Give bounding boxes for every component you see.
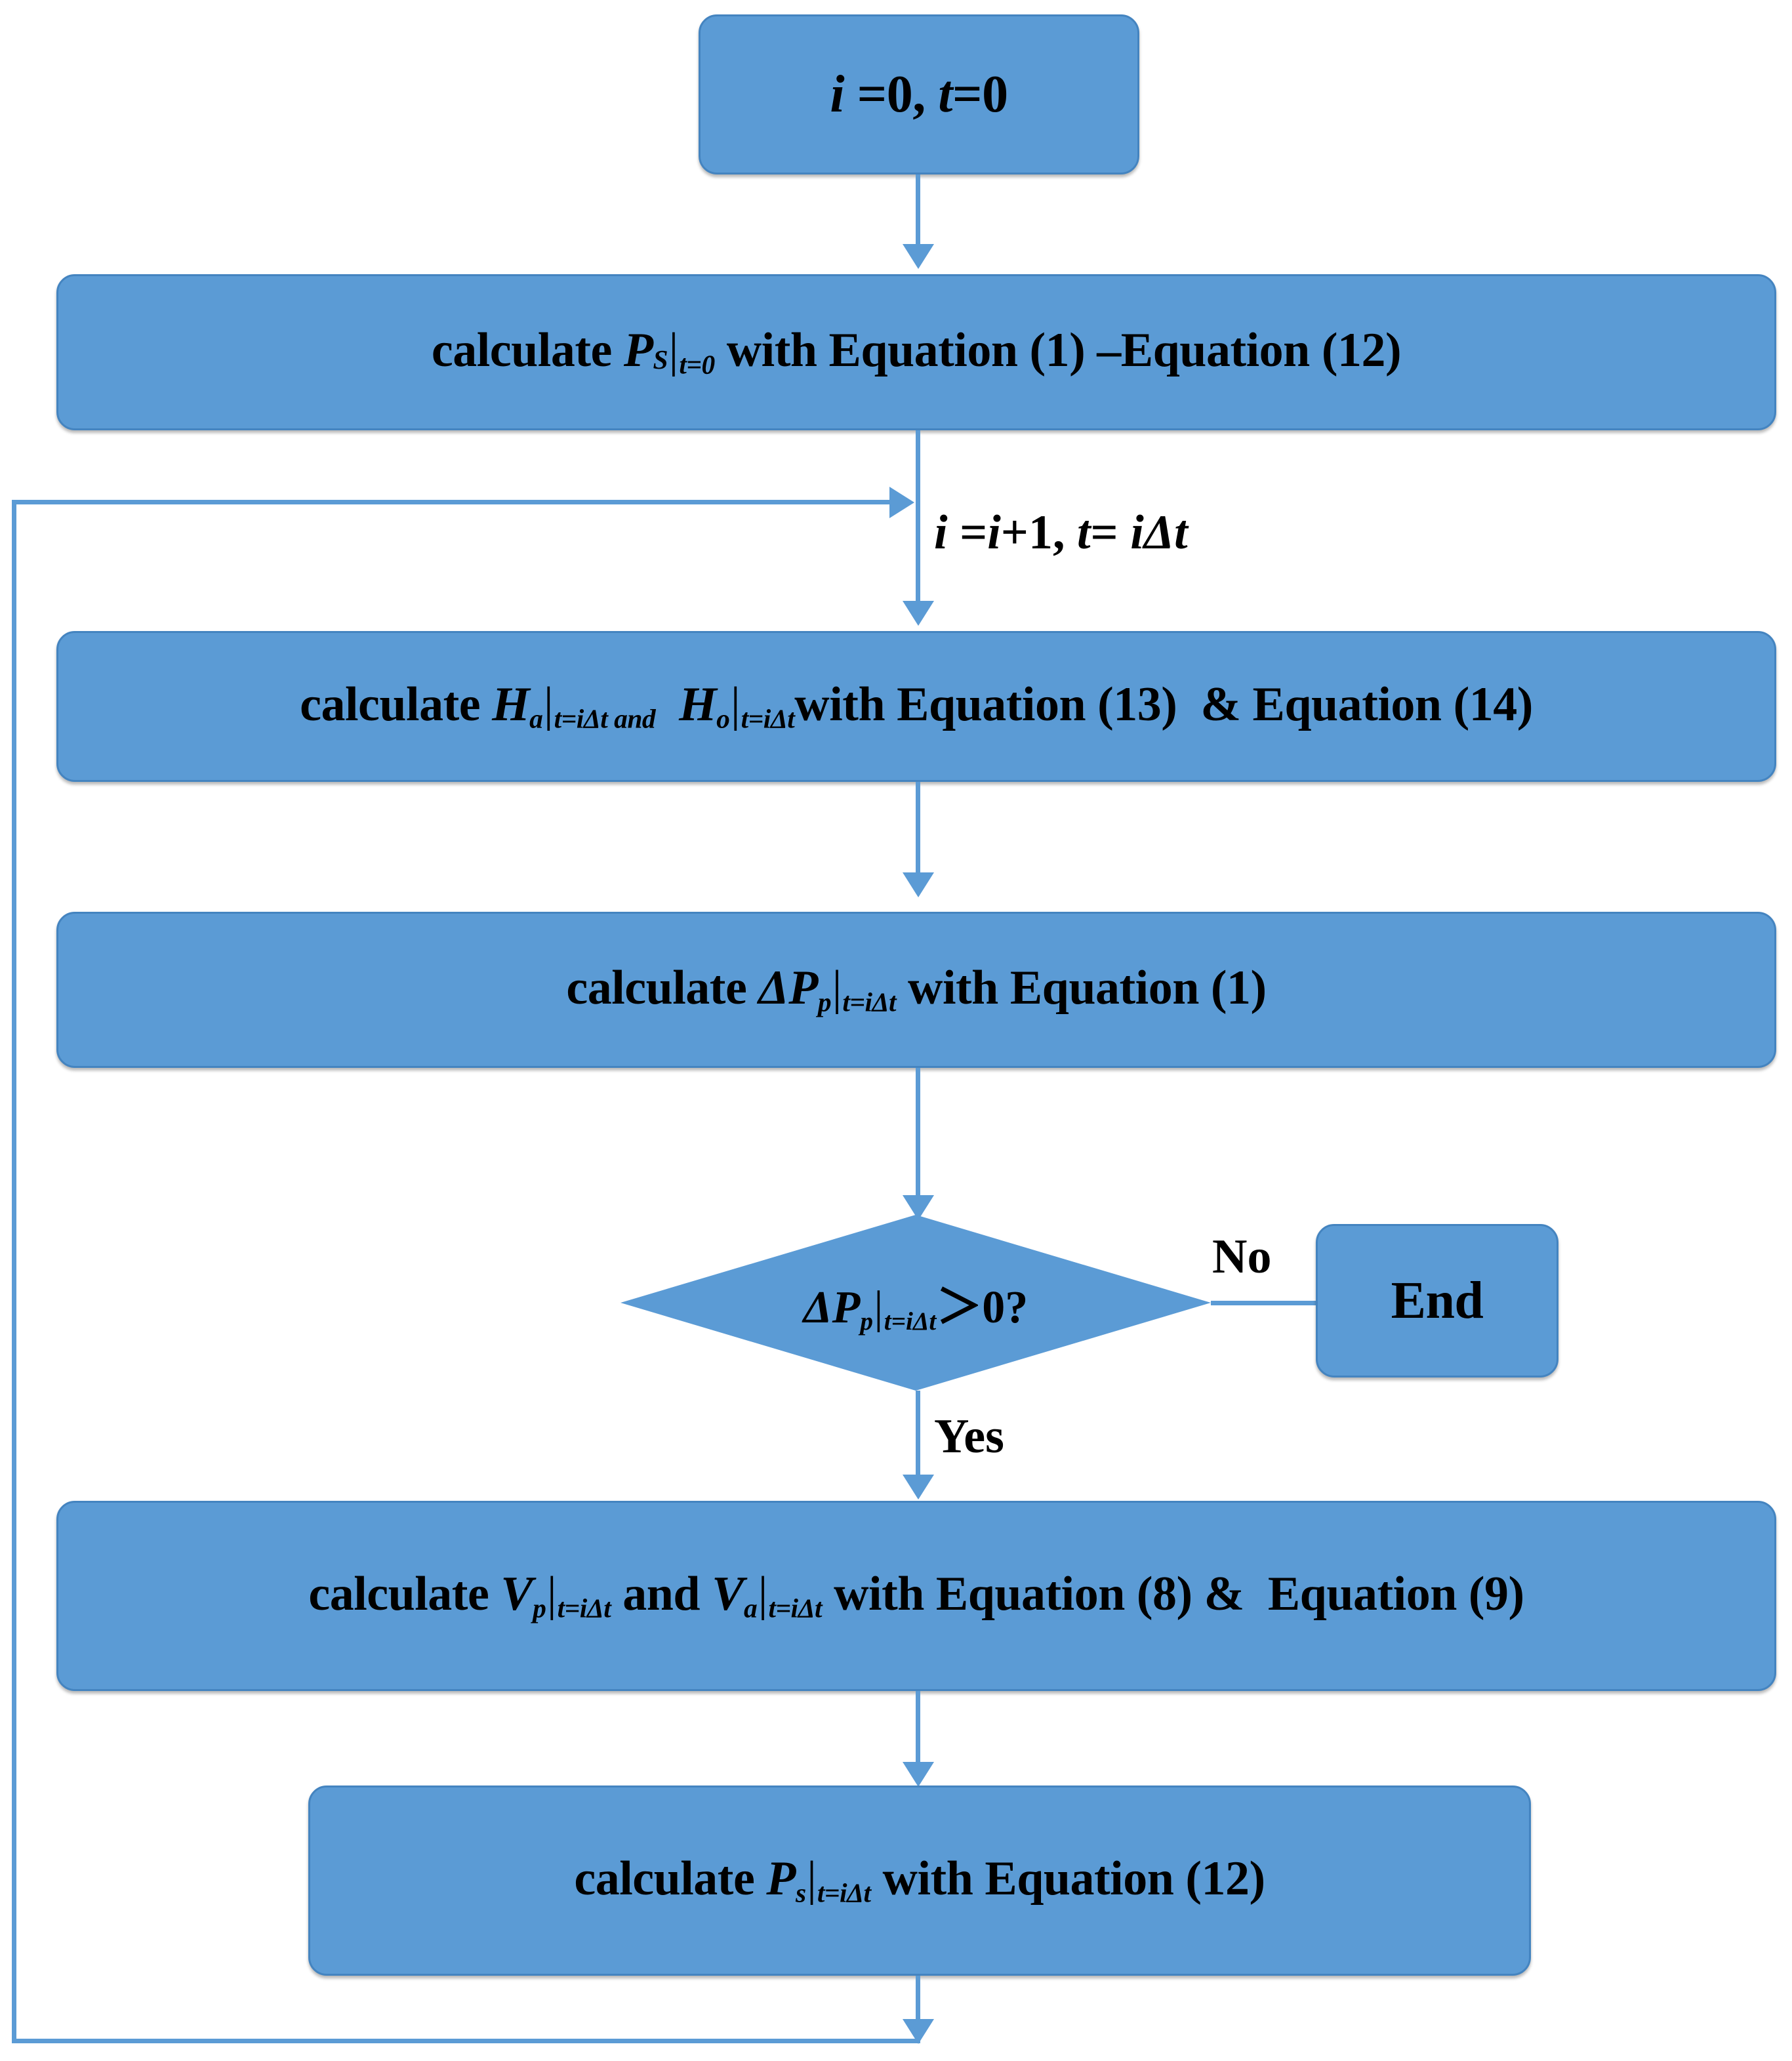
connector-loop-left (12, 500, 16, 2041)
node-end-label: End (1391, 1272, 1484, 1330)
arrowhead-calc-ps0-to-calc-h (903, 601, 934, 626)
connector-loop-down (916, 1976, 920, 2036)
node-start-label: i =0, t=0 (830, 66, 1008, 123)
connector-calc-ps0-to-calc-h (916, 430, 920, 621)
connector-decision-to-calc-v (916, 1391, 920, 1482)
arrowhead-decision-to-calc-v (903, 1475, 934, 1500)
node-calc-dpp-label: calculate ΔPp|t=iΔt with Equation (1) (566, 960, 1267, 1017)
connector-calc-v-to-calc-ps (916, 1691, 920, 1770)
node-calc-ps-t0[interactable]: calculate PS|t=0 with Equation (1) –Equa… (56, 274, 1776, 430)
arrowhead-start-to-calc-ps0 (903, 244, 934, 269)
connector-decision-to-end (1211, 1301, 1320, 1305)
edge-label-iteration: i =i+1, t= iΔt (934, 506, 1188, 560)
node-calc-ps[interactable]: calculate Ps|t=iΔt with Equation (12) (308, 1786, 1531, 1976)
edge-label-no: No (1212, 1230, 1272, 1284)
node-calc-dpp[interactable]: calculate ΔPp|t=iΔt with Equation (1) (56, 912, 1776, 1068)
node-decision[interactable]: ΔPp|t=iΔt＞0? (621, 1215, 1211, 1391)
node-end[interactable]: End (1316, 1224, 1558, 1377)
connector-start-to-calc-ps0 (916, 174, 920, 249)
node-decision-label: ΔPp|t=iΔt＞0? (803, 1282, 1028, 1336)
connector-calc-h-to-calc-dpp (916, 782, 920, 880)
node-calc-ps-label: calculate Ps|t=iΔt with Equation (12) (574, 1851, 1265, 1908)
arrowhead-calc-h-to-calc-dpp (903, 872, 934, 897)
node-calc-h-label: calculate Ha|t=iΔt and Ho|t=iΔtwith Equa… (300, 677, 1533, 734)
node-calc-ps-t0-label: calculate PS|t=0 with Equation (1) –Equa… (431, 323, 1402, 380)
node-calc-h[interactable]: calculate Ha|t=iΔt and Ho|t=iΔtwith Equa… (56, 631, 1776, 782)
connector-loop-top (12, 500, 891, 504)
node-calc-v[interactable]: calculate Vp|t=iΔt and Va|t=iΔt with Equ… (56, 1501, 1776, 1691)
node-calc-v-label: calculate Vp|t=iΔt and Va|t=iΔt with Equ… (308, 1566, 1524, 1623)
edge-label-yes: Yes (934, 1410, 1004, 1463)
arrowhead-loop-entry (889, 487, 914, 518)
connector-calc-dpp-to-decision (916, 1068, 920, 1212)
connector-loop-bottom (12, 2039, 920, 2043)
arrowhead-calc-v-to-calc-ps (903, 1762, 934, 1787)
node-start[interactable]: i =0, t=0 (699, 14, 1139, 174)
